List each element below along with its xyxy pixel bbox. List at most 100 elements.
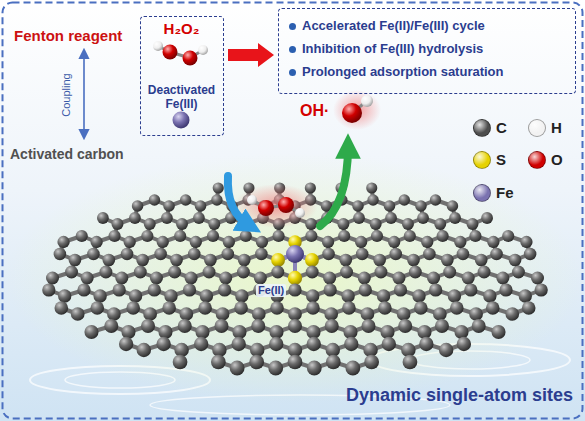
carbon-atom: [325, 319, 339, 333]
carbon-atom: [373, 254, 386, 267]
figure-title: Dynamic single-atom sites: [346, 384, 573, 406]
carbon-atom: [141, 230, 153, 242]
carbon-atom: [449, 212, 461, 224]
carbon-atom: [65, 266, 78, 279]
carbon-atom: [194, 337, 208, 351]
iron-atom: [286, 245, 304, 263]
carbon-atom: [176, 218, 188, 230]
carbon-atom: [430, 194, 441, 205]
carbon-atom: [54, 301, 68, 315]
carbon-atom: [469, 230, 481, 242]
carbon-atom: [84, 325, 98, 339]
carbon-atom: [385, 212, 397, 224]
sulfur-atom: [288, 271, 302, 285]
carbon-atom: [414, 301, 428, 315]
carbon-atom: [380, 325, 394, 339]
carbon-atom: [251, 319, 265, 333]
carbon-atom: [109, 230, 121, 242]
carbon-atom: [447, 200, 459, 212]
carbon-atom: [235, 289, 248, 302]
carbon-atom: [154, 248, 167, 261]
atom-swatch: [528, 119, 546, 137]
carbon-atom: [417, 212, 429, 224]
carbon-atom: [223, 236, 235, 248]
carbon-atom: [179, 307, 193, 321]
carbon-atom: [306, 301, 320, 315]
carbon-atom: [443, 266, 456, 279]
carbon-atom: [218, 283, 231, 296]
carbon-atom: [203, 266, 216, 279]
carbon-atom: [195, 200, 207, 212]
carbon-atom: [269, 337, 283, 351]
carbon-atom: [353, 212, 365, 224]
carbon-atom: [475, 254, 488, 267]
carbon-atom: [467, 218, 479, 230]
carbon-atom: [148, 283, 161, 296]
fe-atom: [173, 112, 190, 129]
carbon-atom: [399, 194, 410, 205]
carbon-atom: [240, 230, 252, 242]
carbon-atom: [512, 266, 525, 279]
reagent-state: Deactivated Fe(III): [144, 83, 220, 111]
carbon-atom: [158, 325, 172, 339]
carbon-atom: [71, 307, 85, 321]
carbon-atom: [434, 218, 446, 230]
carbon-atom: [163, 200, 175, 212]
carbon-atom: [361, 319, 375, 333]
carbon-atom: [457, 248, 470, 261]
carbon-atom: [119, 337, 133, 351]
carbon-atom: [200, 289, 213, 302]
carbon-atom: [388, 236, 400, 248]
carbon-atom: [213, 182, 224, 193]
legend-text: O: [551, 151, 563, 169]
carbon-atom: [256, 236, 268, 248]
carbon-atom: [341, 289, 354, 302]
carbon-atom: [519, 289, 532, 302]
carbon-atom: [435, 319, 449, 333]
carbon-atom: [273, 230, 285, 242]
carbon-atom: [361, 307, 375, 321]
carbon-atom: [288, 307, 302, 321]
carbon-atom: [77, 283, 90, 296]
carbon-atom: [174, 230, 186, 242]
carbon-atom: [403, 355, 418, 370]
carbon-atom: [427, 272, 440, 285]
carbon-atom: [499, 283, 512, 296]
benefit-text: Accelerated Fe(II)/Fe(III) cycle: [302, 18, 485, 34]
carbon-atom: [352, 200, 364, 212]
carbon-atom: [397, 307, 411, 321]
carbon-atom: [215, 319, 229, 333]
carbon-atom: [58, 289, 71, 302]
carbon-atom: [121, 325, 135, 339]
carbon-atom: [326, 355, 341, 370]
carbon-atom: [69, 254, 82, 267]
carbon-atom: [255, 248, 268, 261]
carbon-atom: [107, 307, 121, 321]
carbon-atom: [204, 254, 217, 267]
carbon-atom: [183, 283, 196, 296]
carbon-atom: [46, 272, 59, 285]
carbon-atom: [112, 218, 124, 230]
carbon-atom: [437, 230, 449, 242]
carbon-atom: [137, 343, 151, 357]
carbon-atom: [306, 266, 319, 279]
carbon-atom: [520, 236, 532, 248]
carbon-atom: [164, 289, 177, 302]
carbon-atom: [76, 230, 88, 242]
carbon-atom: [423, 248, 436, 261]
carbon-atom: [306, 289, 319, 302]
carbon-atom: [355, 236, 367, 248]
carbon-atom: [57, 236, 69, 248]
carbon-atom: [524, 248, 537, 261]
carbon-atom: [441, 254, 454, 267]
benefit-text: Prolonged adsorption saturation: [302, 64, 504, 80]
carbon-atom: [375, 266, 388, 279]
carbon-atom: [230, 361, 245, 376]
sulfur-atom: [271, 253, 285, 267]
carbon-atom: [254, 272, 267, 285]
carbon-atom: [359, 283, 372, 296]
carbon-atom: [237, 266, 250, 279]
carbon-atom: [238, 254, 251, 267]
